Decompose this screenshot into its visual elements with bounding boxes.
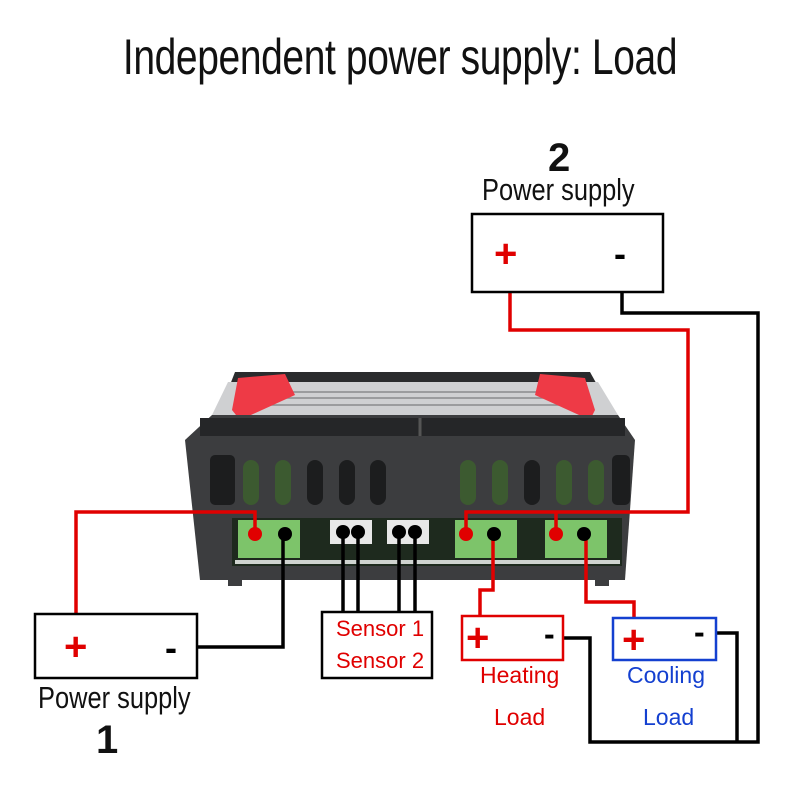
vent-slot [524, 460, 540, 505]
vent-slot [339, 460, 355, 505]
power-supply-1-minus: - [165, 627, 177, 668]
device-top-slot [200, 418, 625, 436]
vent-slot [492, 460, 508, 505]
vent-slot [210, 455, 235, 505]
wire-cooling-positive [584, 532, 636, 622]
screw-sensor [351, 525, 365, 539]
wire-ps2-positive [464, 292, 690, 532]
vent-slots [210, 455, 630, 505]
wire-ps1-negative [197, 532, 285, 649]
wire-cooling-negative [716, 631, 739, 742]
power-supply-2-minus: - [614, 233, 626, 274]
vent-slot [556, 460, 572, 505]
vent-slot [612, 455, 630, 505]
wires [74, 292, 760, 744]
power-supply-1-number: 1 [96, 718, 119, 762]
heating-load-plus: + [466, 616, 490, 660]
power-supply-2-number: 2 [548, 136, 571, 180]
power-supply-2-plus: + [494, 232, 518, 276]
heating-load-label-line1: Heating [480, 662, 560, 688]
power-supply-2-label: Power supply [482, 172, 635, 207]
screw-sensor [336, 525, 350, 539]
mounting-clip-left [232, 374, 295, 420]
screw-cooling-common [549, 527, 563, 541]
screw-heating-common [459, 527, 473, 541]
power-supply-1-plus: + [64, 625, 88, 669]
screw-sensor [392, 525, 406, 539]
heating-load-minus: - [544, 616, 555, 652]
vent-slot [588, 460, 604, 505]
terminal-screws [248, 525, 591, 541]
wire-heating-positive [478, 532, 495, 615]
cooling-load-plus: + [622, 618, 646, 662]
sensor-box [320, 610, 434, 680]
power-supply-1-label: Power supply [38, 680, 191, 715]
vent-slot [243, 460, 259, 505]
device-label-lines [245, 391, 585, 406]
terminal-block-power [238, 520, 300, 558]
heating-load-box [460, 614, 565, 662]
diagram-title: Independent power supply: Load [122, 29, 678, 85]
controller-device [185, 372, 635, 586]
cooling-load-minus: - [694, 614, 705, 650]
screw-cooling-out [577, 527, 591, 541]
vent-slot [460, 460, 476, 505]
sensor-2-label: Sensor 2 [336, 648, 425, 673]
vent-slot [307, 460, 323, 505]
cooling-load-label-line1: Cooling [627, 662, 705, 688]
screw-ps1-negative [278, 527, 292, 541]
screw-heating-out [487, 527, 501, 541]
mounting-clip-right [535, 374, 595, 420]
wire-ps2-negative-heating [563, 292, 760, 744]
sensor-1-label: Sensor 1 [336, 616, 425, 641]
heating-load-label-line2: Load [494, 704, 546, 730]
screw-ps1-positive [248, 527, 262, 541]
cooling-load-label-line2: Load [643, 704, 695, 730]
cooling-load-box [611, 616, 718, 662]
power-supply-1-box [33, 612, 199, 680]
vent-slot [275, 460, 291, 505]
screw-sensor [408, 525, 422, 539]
wire-ps1-positive [74, 510, 257, 630]
power-supply-2-box [470, 212, 665, 294]
vent-slot [370, 460, 386, 505]
